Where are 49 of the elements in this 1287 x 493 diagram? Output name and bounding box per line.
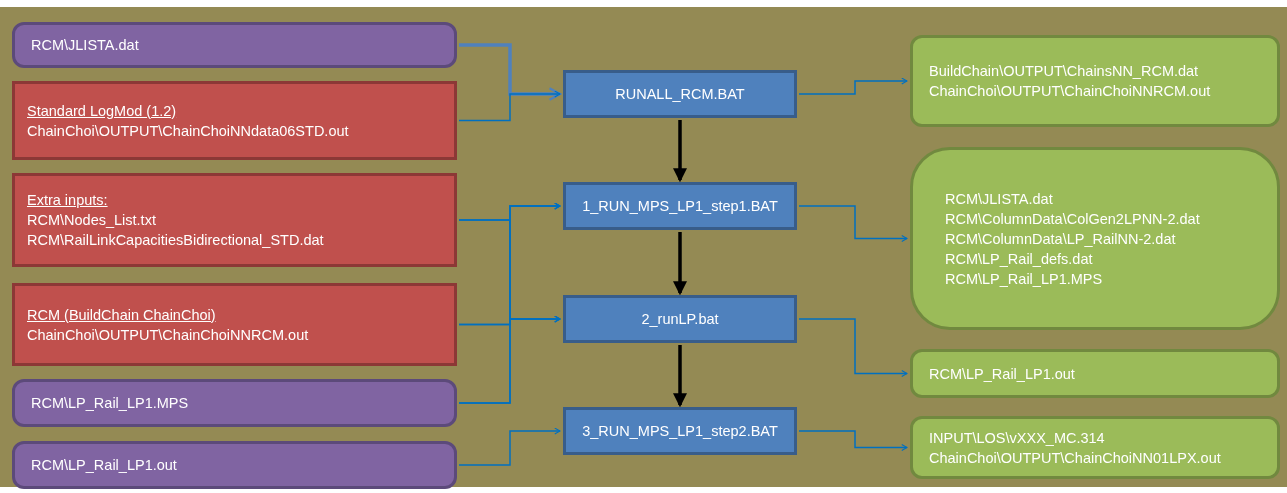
- file-path: RCM\JLISTA.dat: [31, 36, 139, 55]
- file-path: RCM\RailLinkCapacitiesBidirectional_STD.dat: [27, 231, 324, 250]
- arrow: [458, 90, 561, 122]
- batch-process-box: [563, 407, 797, 455]
- batch-process-box: [563, 295, 797, 343]
- file-path: 1_RUN_MPS_LP1_step1.BAT: [582, 197, 778, 216]
- arrow: [673, 232, 687, 296]
- input-data-box: [12, 81, 457, 160]
- file-path: INPUT\LOS\vXXX_MC.314: [929, 428, 1105, 448]
- file-path: ChainChoi\OUTPUT\ChainChoiNN01LPX.out: [929, 448, 1221, 468]
- output-file-box: [910, 35, 1280, 127]
- file-path: RCM\LP_Rail_LP1.MPS: [945, 269, 1103, 289]
- input-file-box: [12, 441, 457, 489]
- file-path: RCM\LP_Rail_defs.dat: [945, 249, 1093, 269]
- input-data-box: [12, 173, 457, 267]
- section-heading: Extra inputs:: [27, 191, 108, 210]
- arrow: [798, 77, 908, 95]
- batch-process-box: [563, 182, 797, 230]
- file-path: RCM\LP_Rail_LP1.out: [929, 364, 1075, 384]
- file-path: RCM\JLISTA.dat: [945, 189, 1053, 209]
- file-path: ChainChoi\OUTPUT\ChainChoiNNRCM.out: [27, 325, 309, 345]
- output-file-box: [910, 349, 1280, 398]
- arrow: [798, 205, 908, 242]
- file-path: ChainChoi\OUTPUT\ChainChoiNNRCM.out: [929, 82, 1211, 101]
- file-path: 2_runLP.bat: [641, 310, 719, 329]
- file-path: BuildChain\OUTPUT\ChainsNN_RCM.dat: [929, 62, 1199, 81]
- arrow: [798, 430, 908, 451]
- input-file-box: [12, 379, 457, 427]
- arrow: [673, 345, 687, 408]
- output-file-box: [910, 147, 1280, 330]
- file-path: RCM\LP_Rail_LP1.out: [31, 456, 177, 475]
- section-heading: Standard LogMod (1.2): [27, 101, 177, 121]
- section-heading: RCM (BuildChain ChainChoi): [27, 305, 216, 325]
- output-file-box: [910, 416, 1280, 479]
- file-path: RCM\ColumnData\LP_RailNN-2.dat: [945, 229, 1176, 249]
- file-path: RCM\ColumnData\ColGen2LPNN-2.dat: [945, 209, 1200, 229]
- file-path: 3_RUN_MPS_LP1_step2.BAT: [582, 422, 778, 441]
- file-path: ChainChoi\OUTPUT\ChainChoiNNdata06STD.out: [27, 121, 349, 141]
- input-data-box: [12, 283, 457, 366]
- arrow: [458, 427, 561, 466]
- file-path: RCM\Nodes_List.txt: [27, 211, 156, 230]
- arrow: [459, 43, 562, 101]
- input-file-box: [12, 22, 457, 68]
- file-path: RCM\LP_Rail_LP1.MPS: [31, 394, 189, 413]
- arrow: [673, 120, 687, 183]
- file-path: RUNALL_RCM.BAT: [615, 85, 745, 104]
- arrow: [458, 315, 561, 404]
- arrow: [798, 318, 908, 377]
- batch-process-box: [563, 70, 797, 118]
